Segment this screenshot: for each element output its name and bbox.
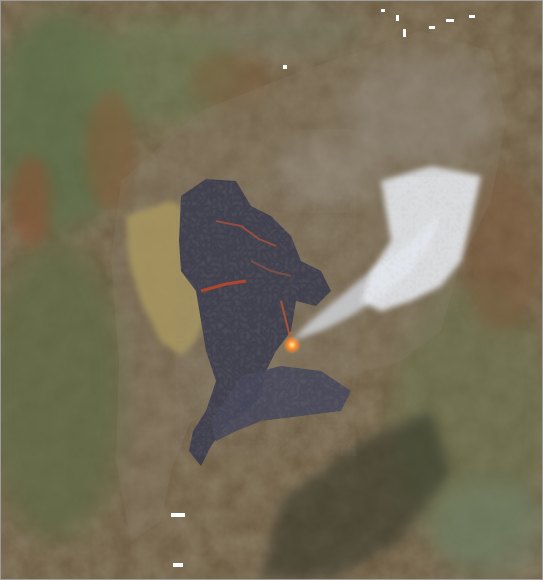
shadow-band	[261, 411, 451, 579]
lava-field	[176, 176, 356, 466]
volcanic-plume	[276, 56, 496, 341]
vegetation-regions	[1, 6, 542, 579]
eruption-vent-glow	[283, 336, 301, 354]
white-specks	[171, 9, 475, 567]
